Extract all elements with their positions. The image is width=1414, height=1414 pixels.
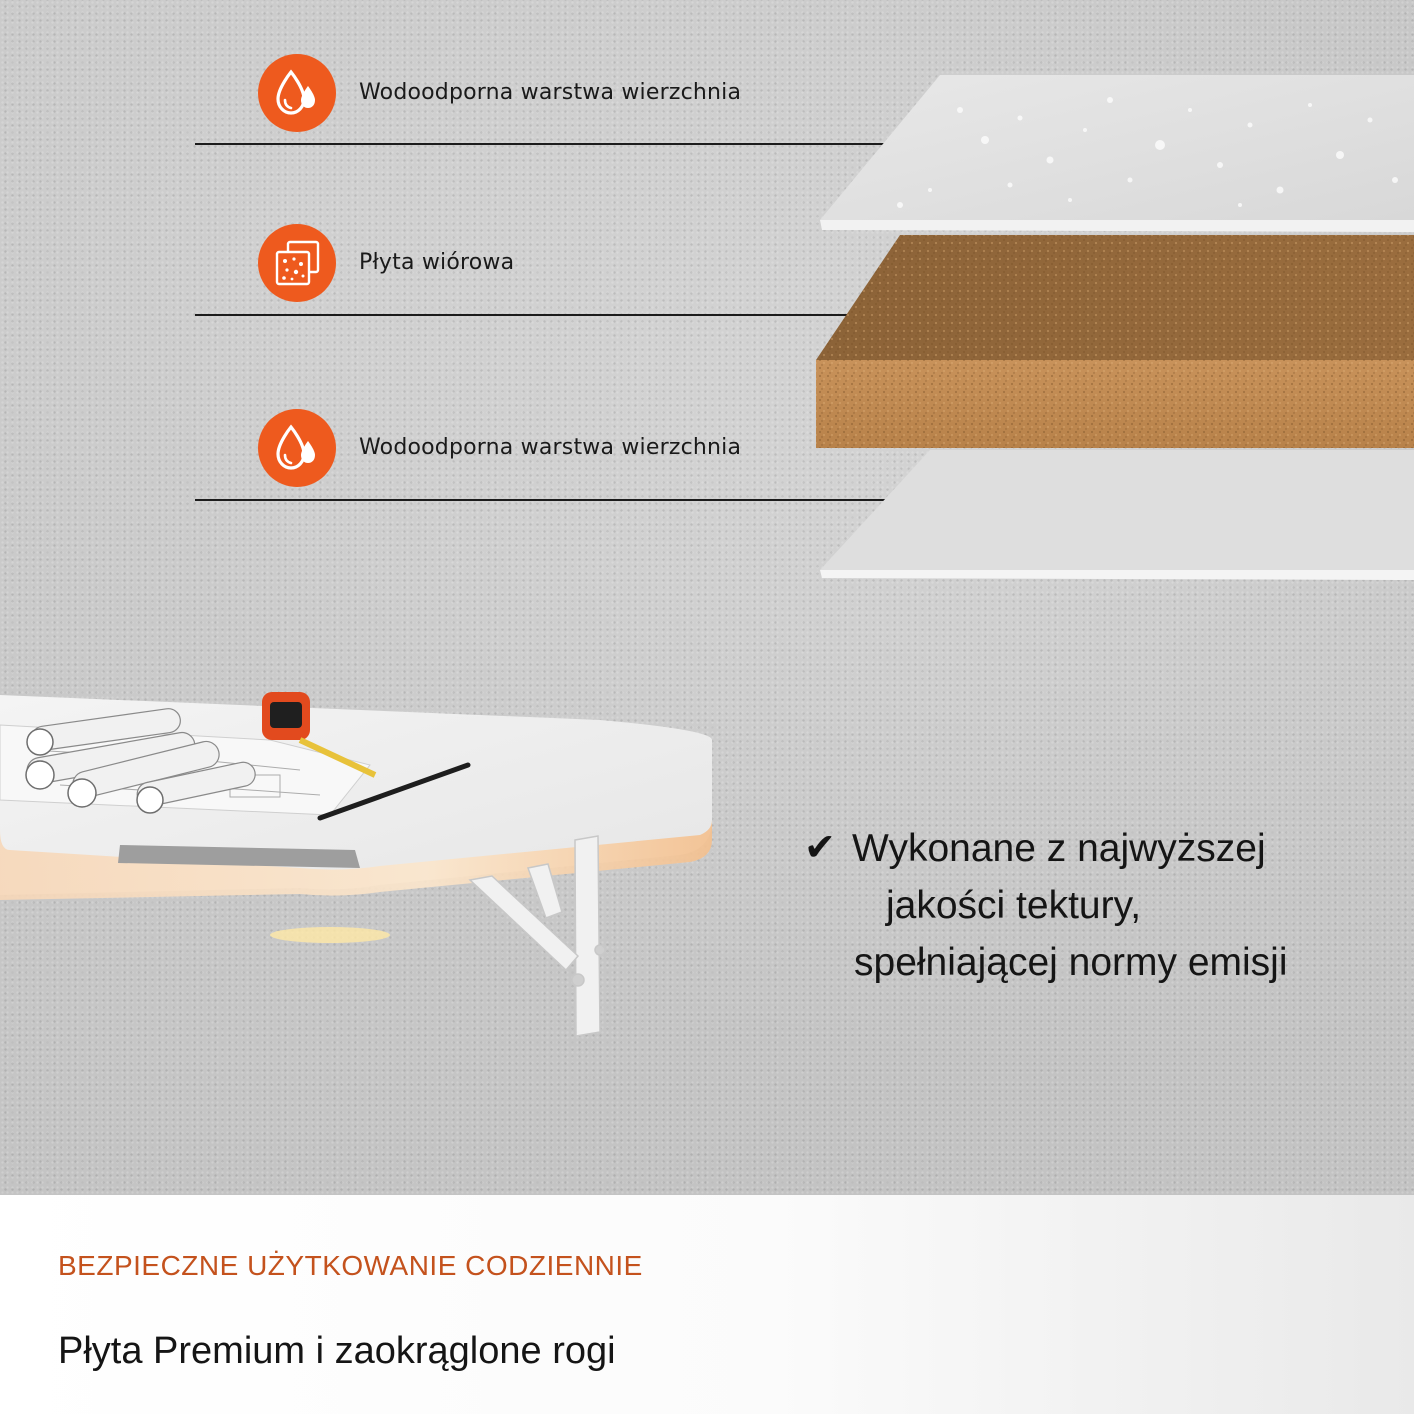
claim-line-1: Wykonane z najwyższej xyxy=(852,827,1266,870)
divider-line xyxy=(195,499,908,501)
bottom-waterproof-layer xyxy=(820,450,1414,580)
feature-particle-board: Płyta wiórowa xyxy=(0,224,910,304)
particle-board-icon xyxy=(258,224,336,302)
feature-label: Wodoodporna warstwa wierzchnia xyxy=(359,435,742,460)
board-layers-illustration xyxy=(816,75,1414,580)
feature-waterproof-bottom: Wodoodporna warstwa wierzchnia xyxy=(0,409,910,489)
claim-line-2: jakości tektury, xyxy=(886,884,1142,927)
divider-line xyxy=(195,314,908,316)
claim-line-3: spełniającej normy emisji xyxy=(854,941,1288,984)
divider-line xyxy=(195,143,908,145)
water-drops-icon xyxy=(258,409,336,487)
top-waterproof-layer xyxy=(820,75,1414,232)
feature-label: Płyta wiórowa xyxy=(359,250,515,275)
footer-kicker: BEZPIECZNE UŻYTKOWANIE CODZIENNIE xyxy=(58,1250,643,1281)
tape-measure-icon xyxy=(262,692,377,778)
footer-headline: Płyta Premium i zaokrąglone rogi xyxy=(58,1330,616,1372)
feature-waterproof-top: Wodoodporna warstwa wierzchnia xyxy=(0,54,910,134)
feature-label: Wodoodporna warstwa wierzchnia xyxy=(359,80,742,105)
footer-banner: BEZPIECZNE UŻYTKOWANIE CODZIENNIE Płyta … xyxy=(0,1195,1414,1414)
particle-board-layer xyxy=(816,235,1414,448)
wall-desk-photo xyxy=(0,692,712,1037)
water-drops-icon xyxy=(258,54,336,132)
check-icon: ✔ xyxy=(804,827,836,869)
